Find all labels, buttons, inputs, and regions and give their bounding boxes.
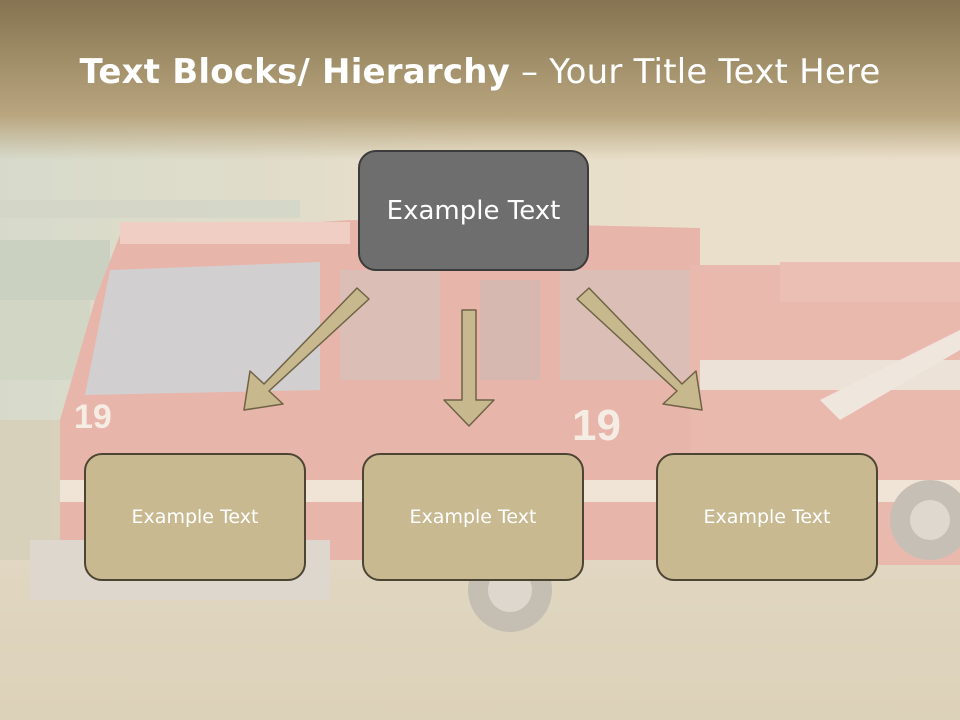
child-box-right: Example Text [656,453,878,581]
title-regular-part: – Your Title Text Here [510,52,881,92]
top-level-box: Example Text [358,150,589,271]
top-box-label: Example Text [386,195,561,226]
child-box-label: Example Text [409,506,537,528]
child-box-label: Example Text [703,506,831,528]
title-band [0,0,960,160]
truck-number-front: 19 [74,398,112,436]
child-box-middle: Example Text [362,453,584,581]
slide-title: Text Blocks/ Hierarchy – Your Title Text… [0,52,960,92]
arrow-to-middle-box [443,309,495,427]
title-bold-part: Text Blocks/ Hierarchy [79,52,511,92]
child-box-left: Example Text [84,453,306,581]
child-box-label: Example Text [131,506,259,528]
truck-number-side: 19 [572,401,621,450]
arrow-to-right-box [576,287,703,411]
arrow-to-left-box [243,287,370,411]
